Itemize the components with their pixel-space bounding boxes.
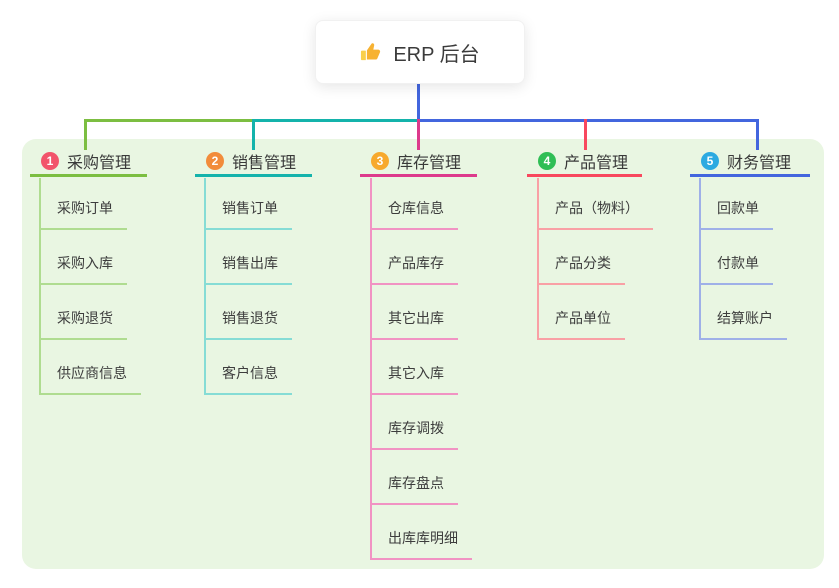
branch-item[interactable]: 产品分类 — [538, 253, 625, 285]
branch-number-badge: 4 — [538, 151, 556, 170]
root-node[interactable]: ERP 后台 — [315, 20, 525, 84]
branch-item[interactable]: 库存调拨 — [371, 418, 458, 450]
branch-number-badge: 5 — [701, 151, 719, 170]
branch-item[interactable]: 销售出库 — [205, 253, 292, 285]
branch-subtree-line — [537, 178, 539, 340]
branch-subtree-line — [699, 178, 701, 340]
branch-item[interactable]: 销售退货 — [205, 308, 292, 340]
branch-number-badge: 3 — [371, 151, 389, 170]
branch-item[interactable]: 出库库明细 — [371, 528, 472, 560]
branch-subtree-line — [370, 178, 372, 560]
branch-title-label: 采购管理 — [67, 154, 132, 172]
branch-2-title[interactable]: 2 销售管理 — [195, 147, 312, 177]
bus-line — [253, 118, 418, 122]
branch-item[interactable]: 付款单 — [700, 253, 773, 285]
branch-title-label: 销售管理 — [232, 154, 297, 172]
branch-drop-line — [83, 118, 87, 150]
branch-item[interactable]: 供应商信息 — [40, 363, 141, 395]
branch-item[interactable]: 回款单 — [700, 198, 773, 230]
branch-number-badge: 2 — [206, 151, 224, 170]
branch-3-title[interactable]: 3 库存管理 — [360, 147, 477, 177]
branch-drop-line — [583, 118, 587, 150]
branch-item[interactable]: 库存盘点 — [371, 473, 458, 505]
branch-item[interactable]: 产品（物料） — [538, 198, 653, 230]
branches-panel-background — [22, 139, 824, 569]
branch-item[interactable]: 客户信息 — [205, 363, 292, 395]
branch-subtree-line — [39, 178, 41, 395]
branch-drop-line — [251, 118, 255, 150]
bus-line — [418, 118, 759, 122]
branch-drop-line — [416, 118, 420, 150]
root-title: ERP 后台 — [393, 43, 480, 66]
branch-title-label: 产品管理 — [564, 154, 629, 172]
branch-subtree-line — [204, 178, 206, 395]
branch-item[interactable]: 结算账户 — [700, 308, 787, 340]
branch-5-title[interactable]: 5 财务管理 — [690, 147, 810, 177]
branch-item[interactable]: 其它出库 — [371, 308, 458, 340]
root-stem-line — [416, 82, 420, 122]
branch-4-title[interactable]: 4 产品管理 — [527, 147, 642, 177]
branch-1-title[interactable]: 1 采购管理 — [30, 147, 147, 177]
branch-item[interactable]: 其它入库 — [371, 363, 458, 395]
branch-title-label: 库存管理 — [397, 154, 462, 172]
branch-drop-line — [755, 118, 759, 150]
branch-item[interactable]: 采购入库 — [40, 253, 127, 285]
branch-title-label: 财务管理 — [727, 154, 792, 172]
branch-number-badge: 1 — [41, 151, 59, 170]
branch-item[interactable]: 产品单位 — [538, 308, 625, 340]
thumbs-up-icon — [360, 41, 383, 64]
branch-item[interactable]: 仓库信息 — [371, 198, 458, 230]
bus-line — [83, 118, 253, 122]
branch-item[interactable]: 采购退货 — [40, 308, 127, 340]
branch-item[interactable]: 销售订单 — [205, 198, 292, 230]
branch-item[interactable]: 采购订单 — [40, 198, 127, 230]
branch-item[interactable]: 产品库存 — [371, 253, 458, 285]
